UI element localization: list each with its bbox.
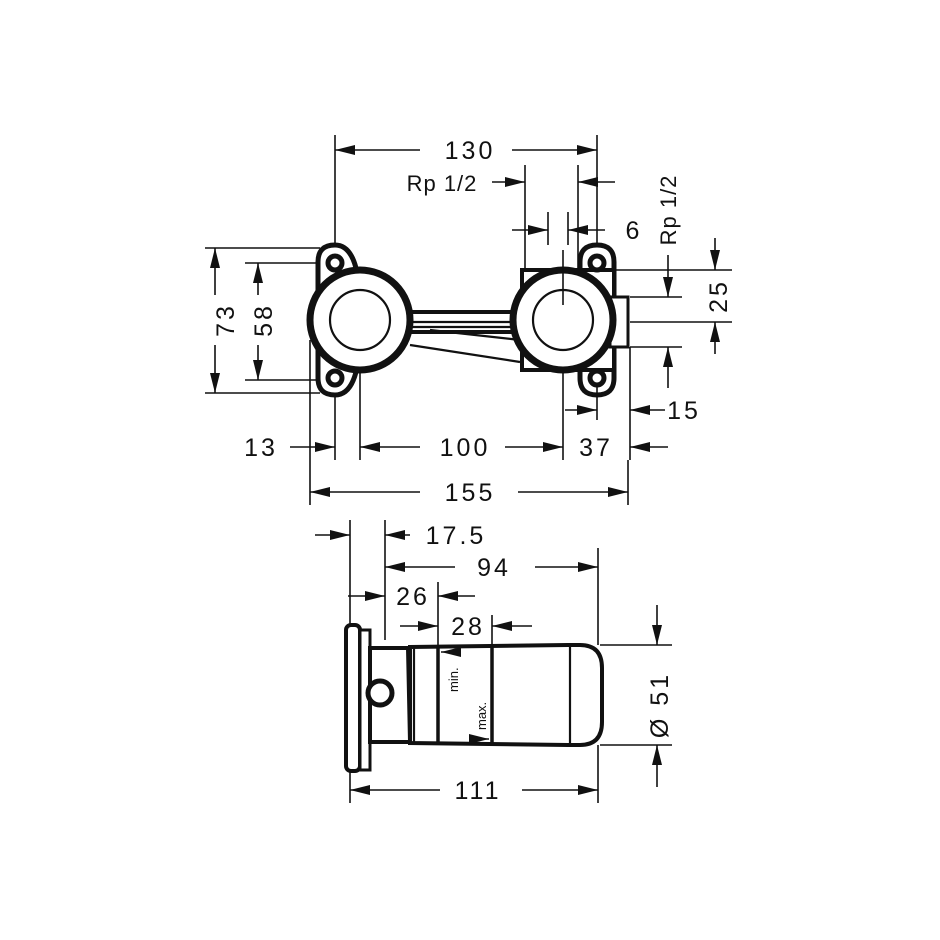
- dim-17-5: 17.5: [426, 522, 487, 550]
- side-view-body: [344, 623, 604, 773]
- dim-130: 130: [445, 137, 496, 165]
- dim-155: 155: [445, 479, 496, 507]
- dim-15: 15: [667, 397, 701, 425]
- dim-13: 13: [244, 434, 278, 462]
- dim-37: 37: [579, 434, 613, 462]
- top-view-dimensions: [205, 135, 732, 505]
- dim-25: 25: [705, 279, 733, 313]
- dim-94: 94: [477, 554, 511, 582]
- side-view-dimensions: [315, 520, 672, 803]
- dim-rp-right: Rp 1/2: [656, 175, 681, 246]
- dim-26: 26: [396, 583, 430, 611]
- dim-diameter-51: Ø 51: [646, 672, 674, 738]
- top-view-body: [306, 242, 630, 398]
- label-min: min.: [446, 667, 461, 692]
- dim-111: 111: [454, 777, 501, 805]
- dim-6: 6: [626, 217, 643, 245]
- label-max: max.: [474, 702, 489, 730]
- dim-rp-left: Rp 1/2: [407, 171, 478, 196]
- dim-100: 100: [440, 434, 491, 462]
- dim-58: 58: [250, 303, 278, 337]
- dim-28: 28: [451, 613, 485, 641]
- dim-73: 73: [212, 303, 240, 337]
